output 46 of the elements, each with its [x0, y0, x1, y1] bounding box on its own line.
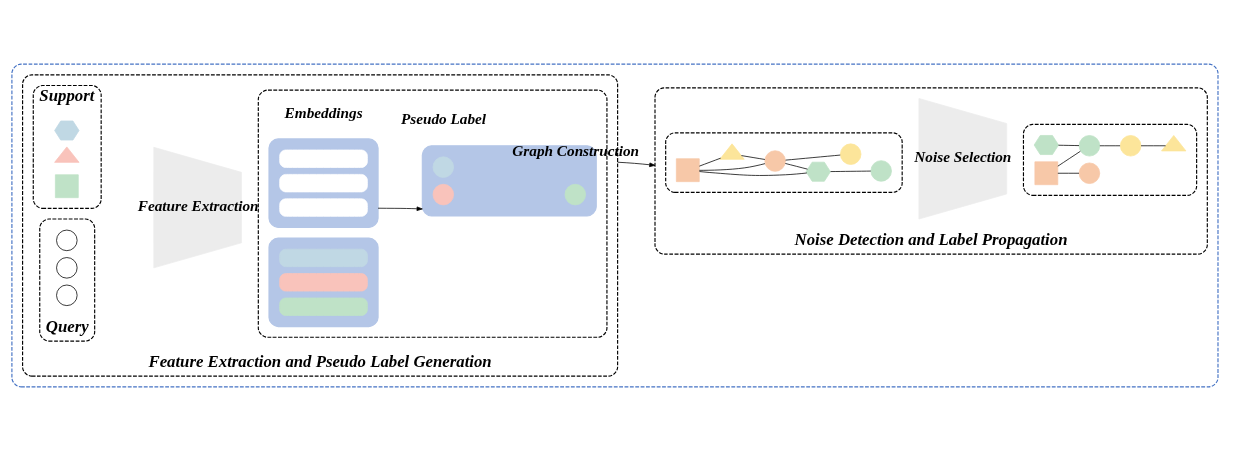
node-circle	[56, 284, 78, 306]
node-circle	[564, 183, 586, 206]
node-label: Feature Extraction	[137, 196, 259, 214]
connector	[1058, 144, 1080, 146]
cluster	[665, 132, 903, 193]
node-bar	[279, 174, 368, 193]
node-square	[55, 174, 79, 199]
node-circle	[56, 229, 78, 252]
cluster: Query	[39, 218, 96, 342]
node-circle	[56, 257, 78, 279]
node-triangle	[719, 143, 745, 160]
node-bar	[279, 149, 368, 168]
cluster	[11, 63, 1219, 388]
node-square	[1034, 161, 1059, 186]
node-bar	[279, 198, 368, 217]
connector	[698, 157, 722, 167]
node-triangle	[1161, 135, 1187, 152]
connector	[784, 163, 808, 170]
node-circle	[764, 150, 786, 172]
connector	[830, 170, 872, 172]
arrow	[377, 206, 423, 211]
connector	[698, 163, 766, 171]
node-circle	[1119, 135, 1142, 157]
node-triangle	[54, 146, 80, 163]
node-hexagon	[1033, 135, 1059, 155]
node-circle	[840, 143, 862, 165]
cluster	[1022, 123, 1198, 196]
node-circle	[1078, 162, 1101, 184]
label: Pseudo Label	[400, 110, 487, 128]
cluster	[268, 237, 379, 328]
connector	[699, 171, 808, 176]
arrow	[617, 161, 656, 167]
node-hexagon	[54, 120, 80, 141]
label: Embeddings	[284, 103, 363, 121]
node-circle	[870, 160, 892, 182]
node-circle	[1078, 135, 1101, 157]
connector	[785, 154, 841, 161]
node-circle	[432, 183, 454, 206]
node-bar	[279, 273, 368, 292]
cluster	[268, 138, 379, 228]
node-bar	[279, 297, 368, 316]
connector	[741, 155, 766, 160]
node-hexagon	[805, 161, 831, 182]
connector	[1057, 150, 1081, 167]
cluster: Support	[32, 84, 102, 209]
node-square	[676, 158, 700, 182]
